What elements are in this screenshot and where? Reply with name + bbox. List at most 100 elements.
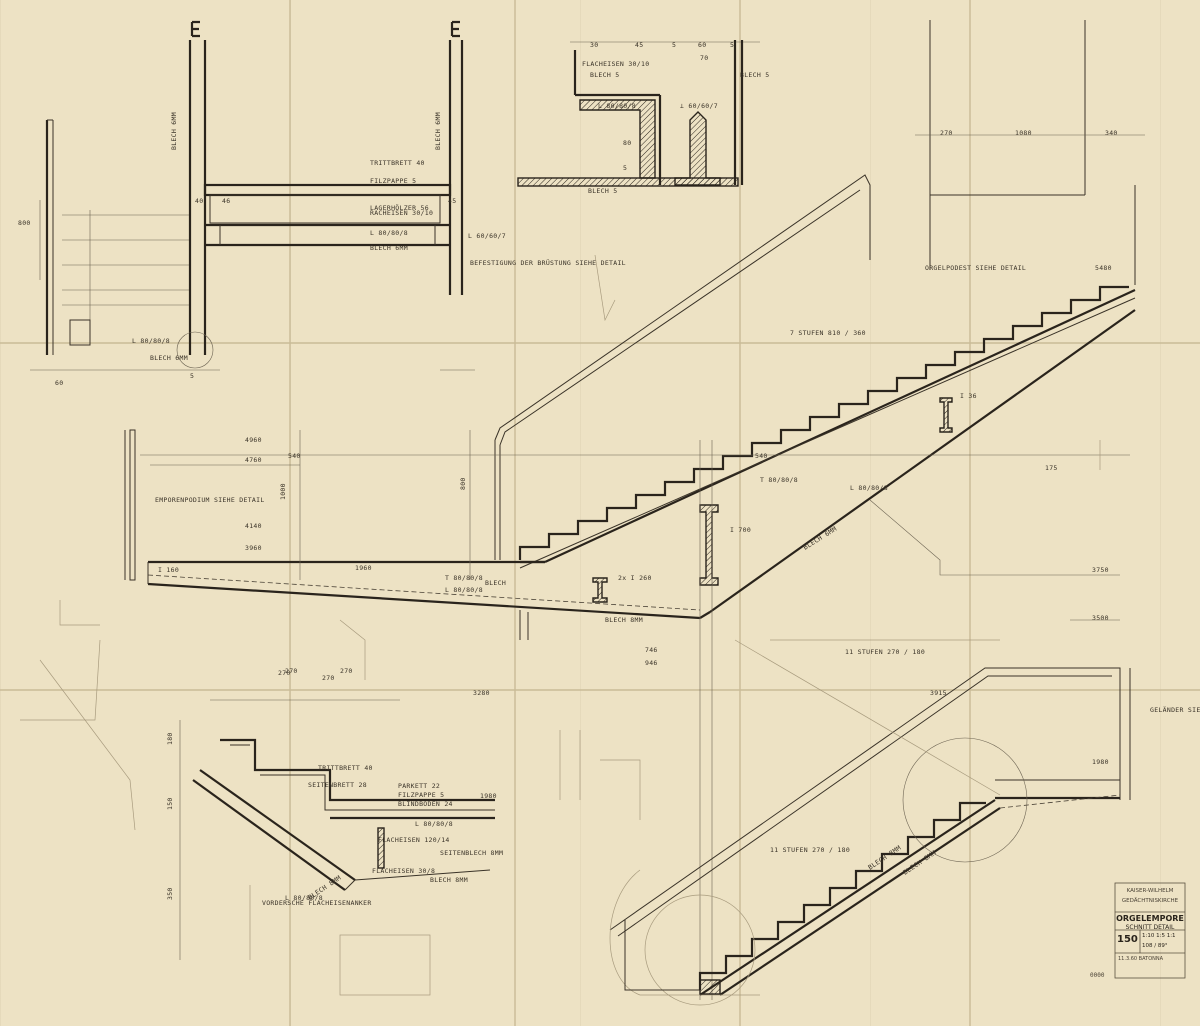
tb-ref: 108 / 89³ xyxy=(1142,943,1168,949)
dim-label-section-left-5: LAGERHÖLZER 56 xyxy=(370,203,429,212)
dim-label-stair-main-6: T 80/80/8 xyxy=(445,574,483,582)
title-block-text: KAISER-WILHELM GEDÄCHTNISKIRCHE ORGELEMP… xyxy=(1115,883,1185,978)
dim-label-section-left-14: 46 xyxy=(222,197,230,205)
dim-label-stair-main-7: L 80/80/8 xyxy=(445,586,483,594)
tb-scale: 1:10 1:5 1:1 xyxy=(1142,933,1176,939)
dim-label-top-detail-2: 5 xyxy=(672,41,676,49)
dim-label-detail-lower-left-18: 350 xyxy=(166,887,174,900)
dim-label-section-left-12: BLECH 6MM xyxy=(150,354,188,362)
stair-lower xyxy=(609,639,1131,1006)
dim-label-detail-lower-left-14: 270 xyxy=(285,667,298,675)
detail-lower-left xyxy=(20,639,641,996)
dim-label-detail-lower-left-3: FILZPAPPE 5 xyxy=(398,791,444,799)
dim-label-stair-main-22: 3280 xyxy=(473,689,490,697)
dim-label-top-detail-13: BLECH 5 xyxy=(588,187,618,195)
dim-label-top-detail-9: L 80/80/8 xyxy=(598,102,636,110)
dim-label-stair-main-13: 3750 xyxy=(1092,566,1109,574)
dim-label-stair-main-8: BLECH xyxy=(485,579,506,587)
dim-label-section-left-16: 60 xyxy=(55,379,63,387)
dim-label-stair-upper-3: I 36 xyxy=(960,392,977,400)
dim-label-stair-lower-3: GELÄNDER SIEHE DETAIL xyxy=(1150,705,1200,714)
dim-label-stair-lower-5: 3915 xyxy=(930,689,947,697)
dim-label-detail-lower-left-10: BLECH 8MM xyxy=(430,876,468,884)
dim-label-stair-upper-11: BLECH 6MM xyxy=(802,525,838,552)
dim-label-section-left-10: BEFESTIGUNG DER BRÜSTUNG SIEHE DETAIL xyxy=(470,258,626,267)
dim-label-top-detail-5: 70 xyxy=(700,54,708,62)
dim-label-detail-lower-left-2: PARKETT 22 xyxy=(398,782,440,790)
dim-label-stair-lower-0: 11 STUFEN 270 / 180 xyxy=(770,846,850,854)
tb-line2: GEDÄCHTNISKIRCHE xyxy=(1121,898,1179,904)
dim-label-stair-lower-1: BLECH 8MM xyxy=(867,844,903,872)
dim-label-top-detail-10: ⊥ 60/60/7 xyxy=(680,102,718,110)
dim-label-section-left-3: TRITTBRETT 40 xyxy=(370,159,425,167)
dim-label-stair-upper-7: 540 xyxy=(755,452,768,460)
dim-label-stair-main-14: 3500 xyxy=(1092,614,1109,622)
dim-label-detail-lower-left-9: SEITENBLECH 8MM xyxy=(440,849,503,857)
dim-label-detail-lower-left-12: L 80/80/8 xyxy=(285,894,323,902)
title-block xyxy=(1114,882,1186,979)
dim-label-section-left-7: L 80/80/8 xyxy=(370,229,408,237)
dim-label-stair-upper-1: ORGELPODEST SIEHE DETAIL xyxy=(925,264,1026,272)
dim-label-stair-upper-2: 5480 xyxy=(1095,264,1112,272)
dim-label-stair-main-10: I 700 xyxy=(730,526,751,534)
tb-sheet-no: 150 xyxy=(1117,934,1138,945)
dim-label-detail-lower-left-1: SEITENBRETT 28 xyxy=(308,781,367,789)
dim-label-top-detail-8: BLECH 5 xyxy=(740,71,770,79)
dim-label-detail-lower-left-16: 180 xyxy=(166,732,174,745)
dim-label-detail-lower-left-0: TRITTBRETT 40 xyxy=(318,764,373,772)
dim-label-stair-main-18: 270 xyxy=(322,674,335,682)
dim-label-top-detail-3: 60 xyxy=(698,41,706,49)
dim-label-detail-lower-left-8: FLACHEISEN 30/8 xyxy=(372,867,435,875)
dim-label-stair-main-23: 270 xyxy=(278,669,291,677)
dim-label-detail-lower-left-13: VORDERSCHE FLACHEISENANKER xyxy=(262,899,372,907)
dim-label-detail-lower-left-4: BLINDBODEN 24 xyxy=(398,800,453,808)
dim-label-stair-upper-10: L 80/80/8 xyxy=(850,484,888,492)
dim-label-stair-main-21: 946 xyxy=(645,659,658,667)
tb-date: 11.3.60 BATONNA xyxy=(1118,956,1164,962)
dim-label-stair-main-17: 1000 xyxy=(279,483,287,500)
dim-label-stair-lower-4: 1980 xyxy=(1092,758,1109,766)
dim-label-stair-upper-0: 7 STUFEN 810 / 360 xyxy=(790,329,866,337)
dim-label-stair-main-20: 746 xyxy=(645,646,658,654)
tb-line1: KAISER-WILHELM xyxy=(1126,888,1174,894)
dim-label-stair-main-1: 4760 xyxy=(245,456,262,464)
stair-main xyxy=(124,20,1145,1000)
dim-label-stair-main-0: 4960 xyxy=(245,436,262,444)
section-mark-right xyxy=(450,20,460,38)
tb-corner: 0000 xyxy=(1090,972,1105,979)
section-mark-left xyxy=(190,20,200,38)
dim-label-detail-lower-left-5: 1980 xyxy=(480,792,497,800)
dim-label-section-left-8: BLECH 6MM xyxy=(370,244,408,252)
dim-label-stair-main-4: 1960 xyxy=(355,564,372,572)
tb-subtitle: SCHNITT DETAIL xyxy=(1125,924,1175,931)
dim-label-stair-main-11: 2x I 260 xyxy=(618,574,652,582)
dim-label-stair-upper-9: T 80/80/8 xyxy=(760,476,798,484)
dim-label-section-left-4: FILZPAPPE 5 xyxy=(370,177,416,185)
dim-label-stair-upper-6: 340 xyxy=(1105,129,1118,137)
dim-label-top-detail-6: FLACHEISEN 30/10 xyxy=(582,60,649,68)
dim-label-stair-upper-4: 270 xyxy=(940,129,953,137)
dim-label-stair-main-15: 11 STUFEN 270 / 180 xyxy=(845,648,925,656)
dim-label-section-left-17: 5 xyxy=(190,372,194,380)
dim-label-stair-main-12: EMPORENPODIUM SIEHE DETAIL xyxy=(155,496,265,504)
dim-label-section-left-15: 45 xyxy=(448,197,456,205)
dim-label-stair-upper-8: 175 xyxy=(1045,464,1058,472)
dim-label-detail-lower-left-15: 270 xyxy=(340,667,353,675)
dim-label-top-detail-12: 5 xyxy=(623,164,627,172)
dim-label-stair-main-9: BLECH 8MM xyxy=(605,616,643,624)
dim-label-section-left-9: L 60/60/7 xyxy=(468,232,506,240)
dim-label-stair-upper-5: 1080 xyxy=(1015,129,1032,137)
dim-label-top-detail-0: 30 xyxy=(590,41,598,49)
dim-label-section-left-6: RACHEISEN 30/10 xyxy=(370,209,433,217)
dim-label-section-left-2: BLECH 6MM xyxy=(434,112,442,150)
pencil-sketches xyxy=(59,254,1101,680)
dim-label-detail-lower-left-17: 150 xyxy=(166,797,174,810)
section-detail-left xyxy=(30,40,475,371)
dim-label-stair-main-2: 4140 xyxy=(245,522,262,530)
dim-label-section-left-11: L 80/80/8 xyxy=(132,337,170,345)
dim-label-stair-main-16: 800 xyxy=(459,477,467,490)
dim-label-detail-lower-left-6: L 80/80/8 xyxy=(415,820,453,828)
